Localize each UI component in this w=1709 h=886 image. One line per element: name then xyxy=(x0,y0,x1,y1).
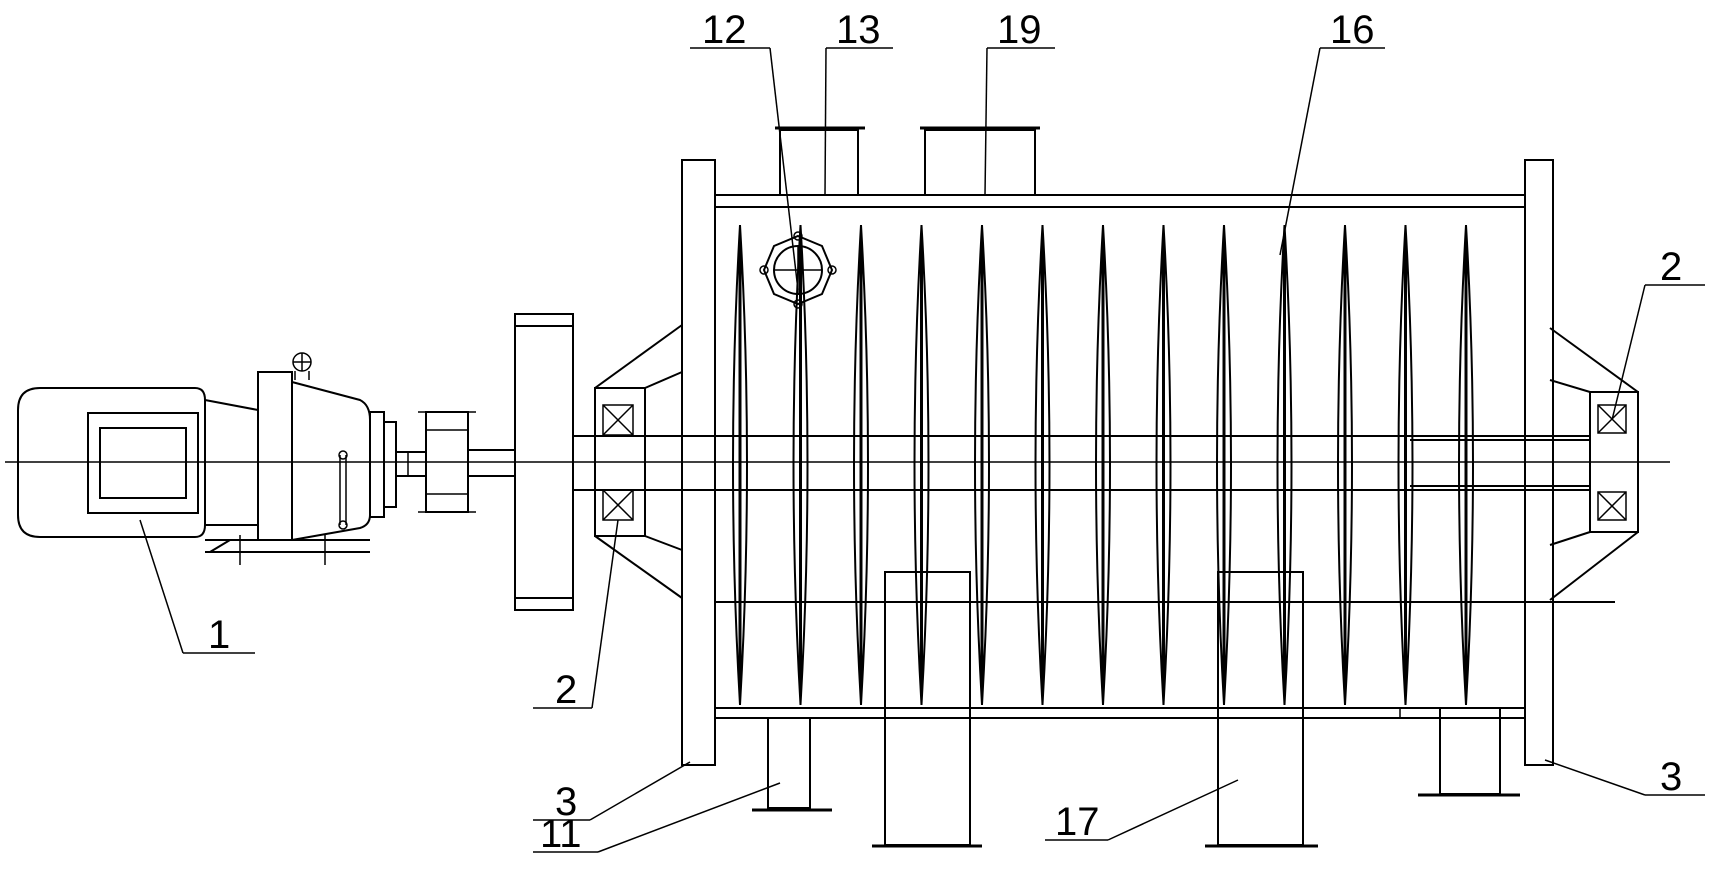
right-bearing xyxy=(1549,327,1639,601)
mixer-blade xyxy=(1276,224,1293,706)
label-port-13: 13 xyxy=(836,8,881,52)
label-port-19: 19 xyxy=(997,8,1042,52)
mixer-blade xyxy=(1337,224,1353,706)
mixer-blade xyxy=(732,224,748,706)
end-plates xyxy=(681,159,1554,766)
mixer-blade xyxy=(1458,224,1474,706)
labels: 1 2 2 3 3 11 12 13 19 16 17 xyxy=(208,8,1682,856)
mixer-blade xyxy=(792,224,809,706)
mixer-blade xyxy=(974,224,990,706)
cleaner xyxy=(759,231,837,309)
label-outlet: 17 xyxy=(1055,800,1100,844)
label-motor: 1 xyxy=(208,613,230,657)
label-inlet: 11 xyxy=(540,812,582,856)
label-bearing-right: 2 xyxy=(1660,245,1682,289)
mixer-blade xyxy=(853,224,869,706)
mixer-blade xyxy=(1095,224,1111,706)
blade-group xyxy=(732,224,1474,706)
label-support-left: 3 xyxy=(555,780,577,824)
mixer-blade xyxy=(1155,224,1172,706)
mixer-blade xyxy=(1397,224,1414,706)
motor xyxy=(17,352,427,565)
leader-lines xyxy=(139,47,1705,853)
coupling xyxy=(418,411,515,513)
label-support-right: 3 xyxy=(1660,755,1682,799)
mixer-blade xyxy=(913,224,930,706)
label-bearing-left: 2 xyxy=(555,668,577,712)
main-shaft xyxy=(573,435,1590,491)
label-cleaner: 12 xyxy=(702,8,747,52)
mixer-blade xyxy=(1034,224,1051,706)
label-blades: 16 xyxy=(1330,8,1375,52)
flywheel xyxy=(514,313,574,611)
mixer-blade xyxy=(1216,224,1232,706)
